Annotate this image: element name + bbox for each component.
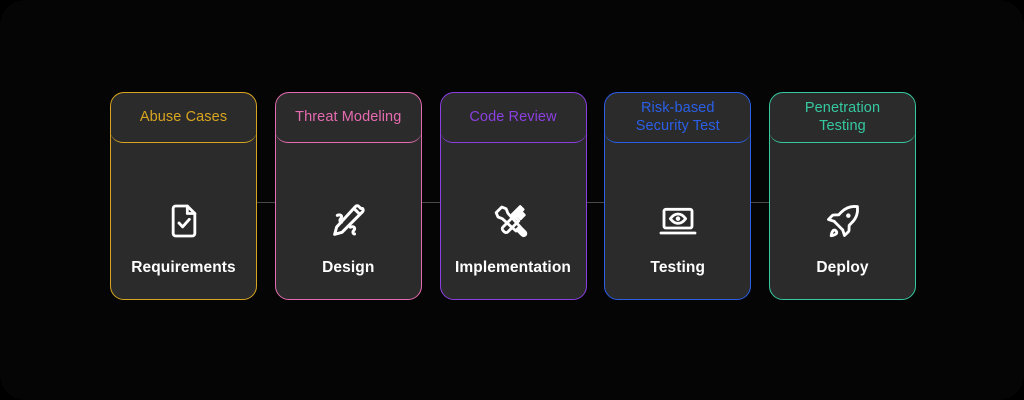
stage-name-label: Deploy (816, 259, 869, 276)
pencil-sketch-icon (326, 199, 370, 243)
stage-name-label: Requirements (131, 259, 236, 276)
stage-header-penetration-testing: Penetration Testing (769, 92, 916, 143)
stage-body: Design (276, 143, 421, 299)
laptop-eye-icon (656, 199, 700, 243)
stage-body: Testing (605, 143, 750, 299)
stage-name-label: Design (322, 259, 375, 276)
stage-header-label: Threat Modeling (295, 108, 402, 125)
sdlc-pipeline: Abuse Cases Requirements Threat Modeling (110, 92, 916, 300)
stage-card-implementation[interactable]: Code Review Implementation (439, 92, 587, 300)
stage-card-testing[interactable]: Risk-based Security Test Testing (604, 92, 752, 300)
crossed-tools-icon (491, 199, 535, 243)
stage-name-label: Implementation (455, 259, 571, 276)
stage-body: Deploy (770, 143, 915, 299)
stage-header-label: Penetration Testing (804, 99, 881, 134)
document-check-icon (162, 199, 206, 243)
stage-header-risk-based-security-test: Risk-based Security Test (604, 92, 752, 143)
stage-body: Requirements (111, 143, 256, 299)
stage-header-threat-modeling: Threat Modeling (274, 92, 422, 143)
stage-card-design[interactable]: Threat Modeling Design (274, 92, 422, 300)
stage-header-label: Risk-based Security Test (635, 99, 720, 134)
stage-header-label: Code Review (469, 108, 557, 125)
rocket-icon (821, 199, 865, 243)
stage-header-label: Abuse Cases (139, 108, 228, 125)
stage-name-label: Testing (650, 259, 706, 276)
stage-header-code-review: Code Review (439, 92, 587, 143)
stage-body: Implementation (441, 143, 586, 299)
stage-card-deploy[interactable]: Penetration Testing Deploy (769, 92, 916, 300)
stage-header-abuse-cases: Abuse Cases (110, 92, 257, 143)
stage-card-requirements[interactable]: Abuse Cases Requirements (110, 92, 257, 300)
